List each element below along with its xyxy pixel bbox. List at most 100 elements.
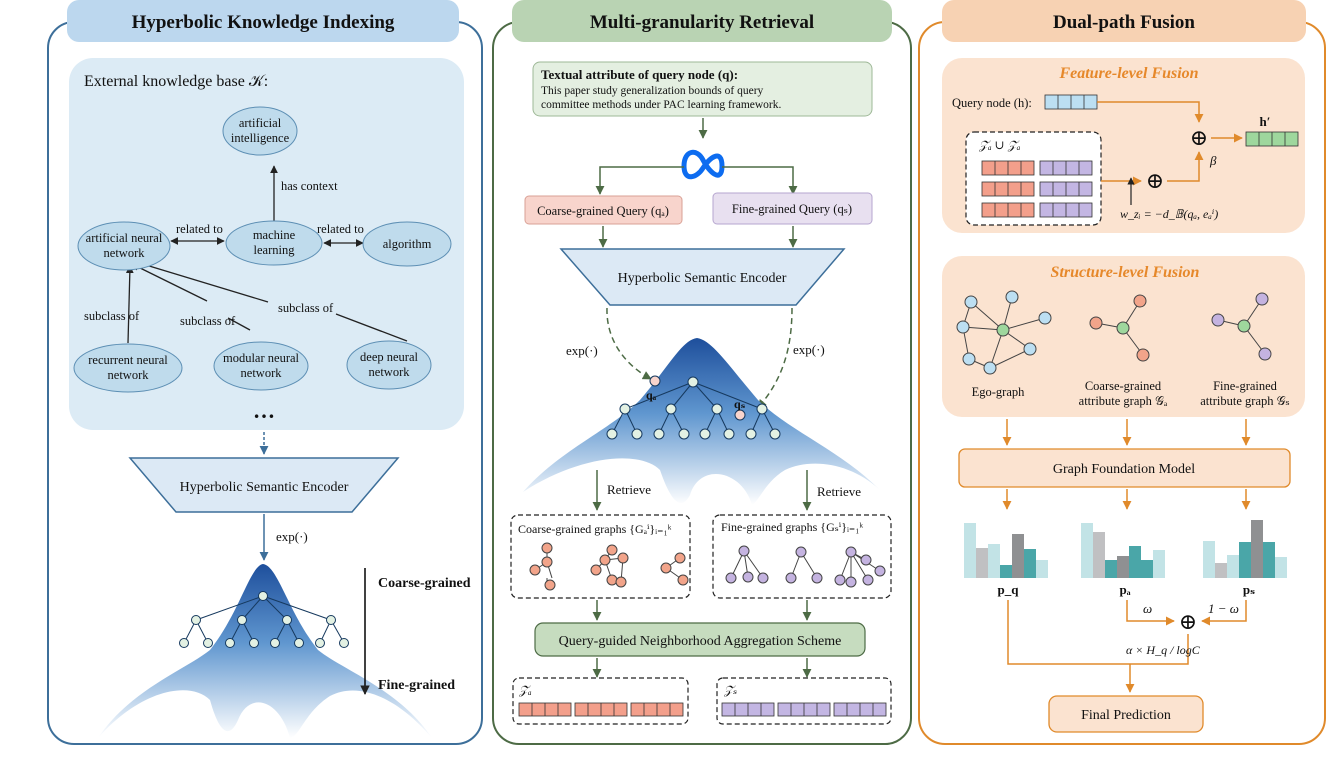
fine-attribute-graph bbox=[1211, 292, 1272, 361]
exp-label-left: exp(·) bbox=[566, 343, 598, 358]
fine-grained-label: Fine-grained bbox=[378, 678, 455, 693]
coarse-attribute-graph bbox=[1089, 294, 1150, 362]
svg-text:Coarse-grained Query (qₐ): Coarse-grained Query (qₐ) bbox=[537, 204, 669, 218]
svg-text:Structure-level Fusion: Structure-level Fusion bbox=[1051, 264, 1200, 281]
ego-graph bbox=[956, 290, 1052, 375]
coarse-graphs-box bbox=[510, 514, 691, 599]
svg-text:Feature-level Fusion: Feature-level Fusion bbox=[1058, 65, 1198, 82]
distribution-bars-pa bbox=[1081, 523, 1165, 578]
svg-text:Fine-grained graphs {Gₛⁱ}ᵢ₌₁ᵏ: Fine-grained graphs {Gₛⁱ}ᵢ₌₁ᵏ bbox=[721, 520, 863, 534]
svg-text:modular neural: modular neural bbox=[223, 351, 300, 365]
svg-text:network: network bbox=[104, 246, 146, 260]
kb-node-ai: artificial intelligence bbox=[222, 106, 298, 156]
panel3-title: Dual-path Fusion bbox=[1053, 12, 1195, 33]
svg-text:𝒵ₐ: 𝒵ₐ bbox=[518, 683, 532, 697]
exp-label-right: exp(·) bbox=[793, 342, 825, 357]
kb-label: External knowledge base 𝒦: bbox=[84, 73, 268, 90]
edge-label-related-left: related to bbox=[176, 222, 223, 236]
svg-text:learning: learning bbox=[254, 243, 296, 257]
query-point-qs bbox=[734, 409, 746, 421]
svg-text:p_q: p_q bbox=[998, 582, 1020, 597]
aggregation-scheme-box bbox=[534, 622, 866, 657]
svg-text:artificial: artificial bbox=[239, 116, 282, 130]
svg-text:Ego-graph: Ego-graph bbox=[972, 385, 1026, 399]
kb-node-mnn: modular neural network bbox=[213, 341, 309, 391]
kb-node-ml: machine learning bbox=[225, 220, 323, 266]
svg-text:𝒵ₐ ∪ 𝒵ₐ: 𝒵ₐ ∪ 𝒵ₐ bbox=[978, 138, 1021, 152]
svg-text:Hyperbolic Semantic Encoder: Hyperbolic Semantic Encoder bbox=[618, 271, 787, 286]
svg-text:algorithm: algorithm bbox=[383, 237, 432, 251]
kb-node-algorithm: algorithm bbox=[362, 221, 452, 267]
edge-label-has-context: has context bbox=[281, 179, 338, 193]
retrieved-embedding-cells bbox=[981, 160, 1093, 218]
svg-text:artificial neural: artificial neural bbox=[86, 231, 163, 245]
fine-graph-samples bbox=[725, 545, 886, 588]
oplus-feature-top: ⊕ bbox=[1190, 125, 1208, 150]
coarse-grained-label: Coarse-grained bbox=[378, 576, 471, 591]
svg-text:Fine-grained: Fine-grained bbox=[1213, 379, 1278, 393]
svg-text:deep neural: deep neural bbox=[360, 350, 418, 364]
svg-text:qₐ: qₐ bbox=[646, 388, 657, 402]
zs-embedding-box bbox=[716, 677, 892, 725]
retrieve-right: Retrieve bbox=[817, 484, 861, 499]
svg-text:β: β bbox=[1209, 153, 1217, 168]
retrieve-left: Retrieve bbox=[607, 482, 651, 497]
svg-text:Hyperbolic Semantic Encoder: Hyperbolic Semantic Encoder bbox=[180, 480, 349, 495]
edge-label-subclass-1: subclass of bbox=[84, 309, 140, 323]
svg-text:Coarse-grained graphs {Gₐⁱ}ᵢ₌₁: Coarse-grained graphs {Gₐⁱ}ᵢ₌₁ᵏ bbox=[518, 522, 672, 536]
oplus-structure: ⊕ bbox=[1179, 609, 1197, 634]
panel2-title: Multi-granularity Retrieval bbox=[590, 12, 814, 33]
query-point-qa bbox=[649, 375, 661, 387]
svg-text:Query-guided Neighborhood Aggr: Query-guided Neighborhood Aggregation Sc… bbox=[559, 634, 842, 649]
kb-edges bbox=[125, 165, 408, 344]
distribution-bars-pq bbox=[964, 523, 1048, 578]
svg-text:network: network bbox=[241, 366, 283, 380]
svg-text:network: network bbox=[369, 365, 411, 379]
panel-hyperbolic-indexing: Hyperbolic Knowledge Indexing External k… bbox=[47, 0, 483, 745]
svg-text:recurrent neural: recurrent neural bbox=[88, 353, 168, 367]
svg-text:attribute graph 𝒢ₐ: attribute graph 𝒢ₐ bbox=[1079, 394, 1168, 408]
oplus-feature-bottom: ⊕ bbox=[1146, 168, 1164, 193]
alpha-formula: α × H_q / logC bbox=[1126, 643, 1201, 657]
query-node-cells bbox=[1044, 94, 1098, 110]
hierarchy-tree-1 bbox=[179, 591, 349, 648]
panel-dual-path-fusion: Dual-path Fusion Feature-level Fusion Qu… bbox=[918, 0, 1326, 745]
h-prime-cells bbox=[1245, 131, 1299, 147]
svg-text:Query node (h):: Query node (h): bbox=[952, 96, 1032, 110]
panel-multi-granularity-retrieval: Multi-granularity Retrieval Textual attr… bbox=[492, 0, 912, 745]
svg-text:This paper study generalizatio: This paper study generalization bounds o… bbox=[541, 85, 764, 97]
svg-text:qₛ: qₛ bbox=[734, 397, 746, 411]
hyperbolic-space-2 bbox=[523, 338, 880, 505]
edge-label-related-right: related to bbox=[317, 222, 364, 236]
panel1-title: Hyperbolic Knowledge Indexing bbox=[132, 12, 395, 33]
retrieved-embeddings-box bbox=[965, 131, 1102, 226]
svg-text:attribute graph 𝒢ₛ: attribute graph 𝒢ₛ bbox=[1200, 394, 1289, 408]
za-cells bbox=[518, 702, 684, 717]
svg-text:committee methods under PAC le: committee methods under PAC learning fra… bbox=[541, 99, 782, 111]
graph-foundation-model-box bbox=[958, 448, 1291, 488]
exp-label-1: exp(·) bbox=[276, 529, 308, 544]
query-text-box bbox=[532, 61, 873, 117]
edge-label-subclass-2: subclass of bbox=[180, 314, 236, 328]
svg-text:1 − ω: 1 − ω bbox=[1208, 601, 1239, 616]
coarse-graph-samples bbox=[529, 542, 689, 591]
svg-text:𝒵ₛ: 𝒵ₛ bbox=[723, 683, 737, 697]
kb-ellipsis: … bbox=[253, 398, 275, 423]
edge-label-subclass-3: subclass of bbox=[278, 301, 334, 315]
svg-text:intelligence: intelligence bbox=[231, 131, 290, 145]
za-embedding-box bbox=[512, 677, 689, 725]
svg-text:pₐ: pₐ bbox=[1119, 582, 1130, 597]
fine-query-box bbox=[712, 192, 873, 225]
weight-formula: w_zᵢ = −d_𝔹(qₐ, eₐⁱ) bbox=[1120, 207, 1218, 221]
svg-text:Textual attribute of query nod: Textual attribute of query node (q): bbox=[541, 67, 738, 82]
svg-text:pₛ: pₛ bbox=[1243, 582, 1255, 597]
kb-node-rnn: recurrent neural network bbox=[73, 343, 183, 393]
hyperbolic-encoder-1 bbox=[128, 457, 400, 513]
svg-text:network: network bbox=[108, 368, 150, 382]
svg-text:Graph Foundation Model: Graph Foundation Model bbox=[1053, 462, 1195, 477]
svg-text:h′: h′ bbox=[1260, 114, 1271, 129]
hyperbolic-space-1 bbox=[98, 564, 432, 738]
final-prediction-box bbox=[1048, 695, 1204, 733]
hierarchy-tree-2 bbox=[606, 376, 781, 440]
